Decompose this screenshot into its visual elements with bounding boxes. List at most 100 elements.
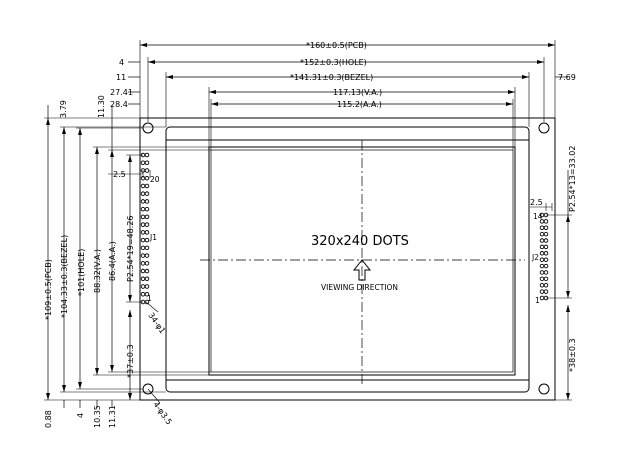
j1-hole-leader bbox=[145, 301, 159, 313]
left-27-label: 27.41 bbox=[110, 88, 133, 97]
j2-pin bbox=[543, 289, 549, 294]
right-769-label: 7.69 bbox=[558, 73, 576, 82]
j1-pin bbox=[140, 237, 146, 243]
j2-bottom-label: *38±0.3 bbox=[568, 338, 577, 372]
bot-1131-label: 11.31 bbox=[108, 405, 117, 428]
j1-pin-bottom-label: 1 bbox=[147, 294, 152, 303]
j2-pin bbox=[543, 231, 549, 237]
resolution-label: 320x240 DOTS bbox=[311, 234, 409, 249]
j1-pitch-label: P2.54*19=48.26 bbox=[126, 216, 135, 282]
viewing-direction-arrow-icon bbox=[352, 259, 372, 281]
j1-pin bbox=[140, 214, 146, 220]
j1-pin bbox=[144, 284, 150, 289]
j1-pin bbox=[144, 152, 150, 158]
center-lines bbox=[200, 140, 525, 385]
viewing-direction-label: VIEWING DIRECTION bbox=[321, 283, 398, 292]
bezel-outline bbox=[165, 126, 530, 393]
aa-height-label: 86.4(A.A.) bbox=[108, 241, 117, 281]
j1-pin bbox=[144, 168, 150, 173]
j2-pin bbox=[543, 257, 549, 262]
j1-hole-label: 34-φ1 bbox=[146, 311, 167, 335]
j1-pin bbox=[144, 206, 150, 212]
j1-pin bbox=[140, 284, 146, 289]
j1-pin bbox=[140, 199, 146, 204]
va-width-label: 117.13(V.A.) bbox=[333, 88, 382, 97]
right-dimension-lines bbox=[530, 170, 572, 401]
j1-pin bbox=[144, 245, 150, 251]
j1-pin bbox=[144, 230, 150, 235]
j2-pin bbox=[539, 276, 545, 282]
j1-pin bbox=[144, 183, 150, 189]
j2-pin bbox=[543, 225, 549, 231]
j1-pin bbox=[140, 230, 146, 235]
bezel-height-label: *104.33±0.3(BEZEL) bbox=[60, 235, 69, 318]
hole-height-label: *101(HOLE) bbox=[77, 249, 86, 296]
mounting-holes bbox=[142, 122, 550, 395]
j1-pin bbox=[140, 183, 146, 189]
j2-label: J2 bbox=[531, 253, 539, 262]
j1-pin bbox=[144, 237, 150, 243]
j1-pin bbox=[140, 222, 146, 227]
bezel-width-label: *141.31±0.3(BEZEL) bbox=[290, 73, 373, 82]
j1-pin-top-label: 20 bbox=[150, 175, 160, 184]
j2-pin bbox=[539, 270, 545, 275]
j2-pin bbox=[543, 263, 549, 269]
j1-pin bbox=[144, 268, 150, 274]
j2-pin bbox=[543, 251, 549, 256]
j2-pin bbox=[539, 238, 545, 243]
top-379-label: 3.79 bbox=[59, 100, 68, 118]
bot-1035-label: 10.35 bbox=[93, 405, 102, 428]
j1-25-label: 2.5 bbox=[113, 170, 126, 179]
j1-pin bbox=[144, 160, 150, 165]
j1-pin bbox=[140, 191, 146, 196]
j1-pin bbox=[144, 214, 150, 220]
j2-pin bbox=[543, 276, 549, 282]
j2-pin-bottom-label: 1 bbox=[535, 296, 540, 305]
aa-width-label: 115.2(A.A.) bbox=[337, 100, 382, 109]
j1-pin bbox=[144, 191, 150, 196]
j2-pin bbox=[539, 257, 545, 262]
j1-connector bbox=[140, 152, 150, 305]
hole-width-label: *152±0.3(HOLE) bbox=[300, 58, 367, 67]
va-height-label: 88.32(V.A.) bbox=[93, 249, 102, 293]
top-dimension-lines bbox=[128, 40, 568, 150]
j1-25-dimension bbox=[108, 170, 151, 178]
j2-pin bbox=[543, 238, 549, 243]
j1-pin bbox=[144, 253, 150, 258]
j1-pin bbox=[140, 253, 146, 258]
left-28-label: 28.4 bbox=[110, 100, 128, 109]
j2-25-label: 2.5 bbox=[530, 198, 543, 207]
j1-pin bbox=[144, 222, 150, 227]
j1-pin bbox=[140, 245, 146, 251]
j1-pin bbox=[140, 206, 146, 212]
j2-pin bbox=[539, 282, 545, 288]
j2-pin bbox=[543, 244, 549, 250]
pcb-width-label: *160±0.5(PCB) bbox=[306, 41, 367, 50]
j2-pitch-label: P2.54*13=33.02 bbox=[568, 146, 577, 212]
j1-pin bbox=[144, 299, 150, 305]
j2-pin bbox=[539, 244, 545, 250]
j2-connector bbox=[539, 212, 549, 301]
j2-pin bbox=[539, 295, 545, 301]
j2-pin bbox=[543, 219, 549, 224]
left-4-label: 4 bbox=[119, 58, 124, 67]
j1-pin bbox=[144, 175, 150, 181]
j1-pin bbox=[140, 261, 146, 266]
j1-pin bbox=[140, 268, 146, 274]
j1-pin bbox=[140, 292, 146, 297]
pcb-height-label: *109±0.5(PCB) bbox=[44, 259, 53, 320]
j2-pin bbox=[543, 282, 549, 288]
j1-bottom-label: *37±0.3 bbox=[126, 344, 135, 378]
j2-pin bbox=[539, 263, 545, 269]
j1-pin bbox=[144, 276, 150, 282]
pcb-outline bbox=[139, 117, 556, 401]
bot-4-label: 4 bbox=[76, 413, 85, 418]
j2-pin-top-label: 14 bbox=[533, 212, 543, 221]
j1-pin bbox=[144, 261, 150, 266]
mount-hole-leader bbox=[147, 388, 161, 404]
j2-pin bbox=[539, 225, 545, 231]
j1-pin bbox=[144, 292, 150, 297]
j1-pin bbox=[140, 160, 146, 165]
j2-pin bbox=[539, 289, 545, 294]
